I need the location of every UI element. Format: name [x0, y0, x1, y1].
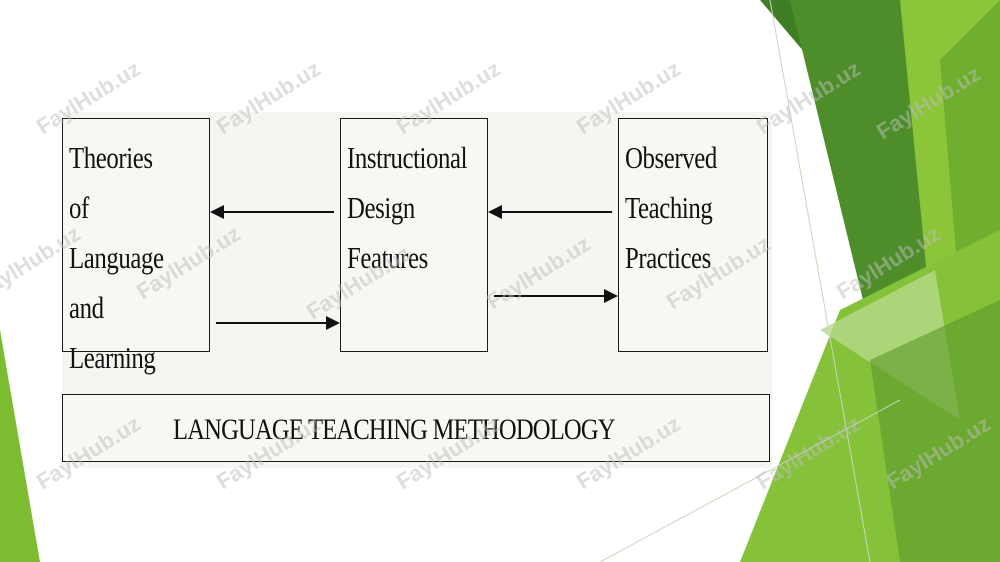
- methodology-box: LANGUAGE TEACHING METHODOLOGY: [62, 394, 770, 462]
- box-theories-label: Theories of Language and Learning: [69, 140, 164, 375]
- box-observed-practices-label: Observed Teaching Practices: [625, 140, 717, 275]
- arrow-instructional-to-observed: [494, 289, 618, 303]
- arrow-theories-to-instructional: [216, 316, 340, 330]
- box-instructional-design-label: Instructional Design Features: [347, 140, 468, 275]
- box-observed-practices: Observed Teaching Practices: [618, 118, 768, 352]
- methodology-label: LANGUAGE TEACHING METHODOLOGY: [173, 413, 616, 446]
- arrow-observed-to-instructional: [488, 205, 612, 219]
- arrow-instructional-to-theories: [210, 205, 334, 219]
- box-instructional-design: Instructional Design Features: [340, 118, 488, 352]
- box-theories: Theories of Language and Learning: [62, 118, 210, 375]
